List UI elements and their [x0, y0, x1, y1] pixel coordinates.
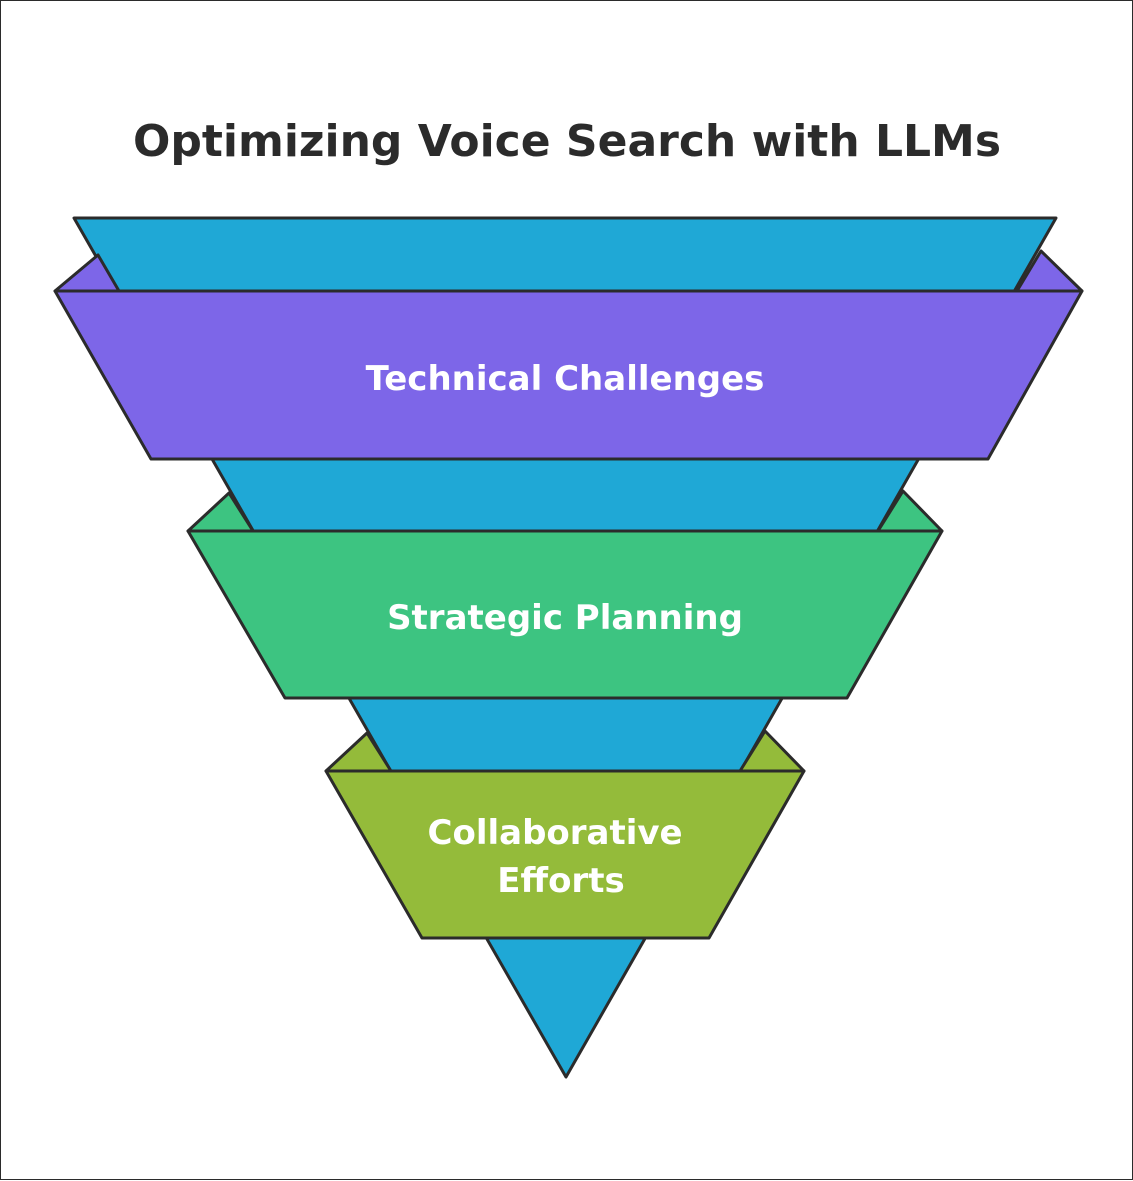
stage-label-line-1: Collaborative [428, 813, 683, 853]
stage-band [186, 529, 944, 700]
diagram-title: Optimizing Voice Search with LLMs [133, 116, 1001, 167]
funnel-stage-technical-challenges: Technical Challenges [53, 249, 1084, 461]
stage-band [324, 769, 806, 940]
stage-label: Technical Challenges [366, 359, 765, 399]
stage-band [53, 289, 1084, 461]
funnel-stage-collaborative-efforts: Collaborative Efforts [324, 729, 806, 940]
stage-label-line-2: Efforts [497, 861, 624, 901]
svg-text:Technical Challenges: Technical Challenges [366, 359, 765, 399]
stage-label: Strategic Planning [387, 598, 743, 638]
svg-text:Collaborative Efforts: Collaborative Efforts [428, 813, 695, 901]
svg-text:Strategic Planning: Strategic Planning [387, 598, 743, 638]
funnel-stage-strategic-planning: Strategic Planning [186, 489, 944, 700]
